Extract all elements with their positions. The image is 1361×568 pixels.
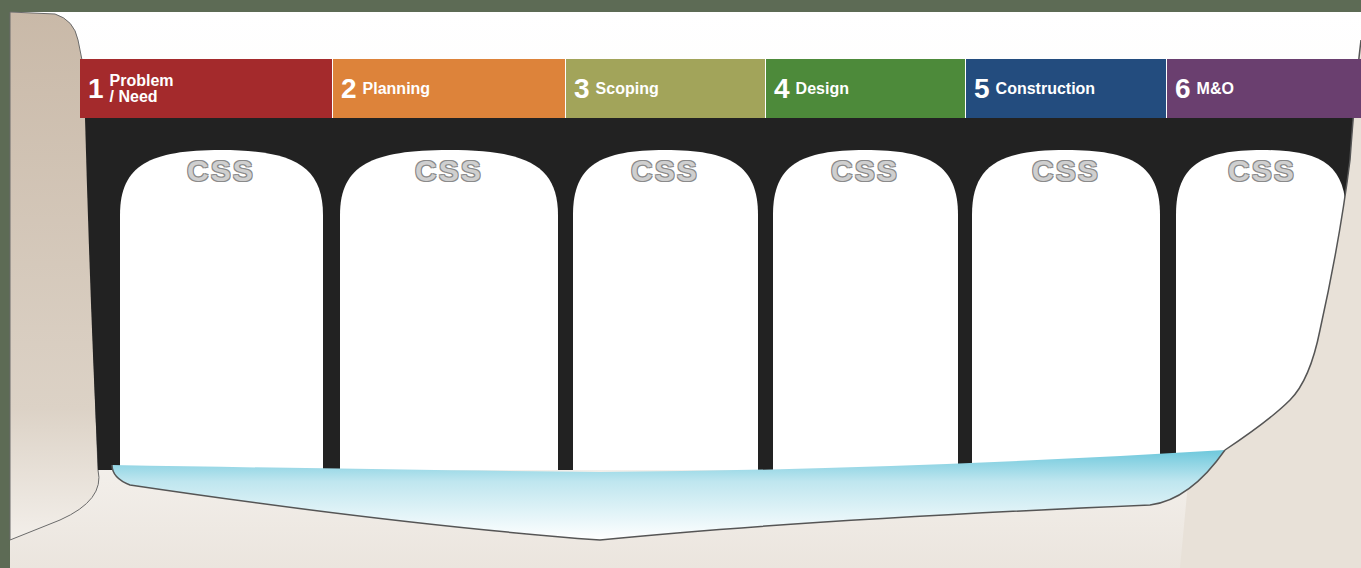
phase-number: 5 <box>974 75 990 103</box>
phase-label: M&O <box>1197 81 1234 97</box>
css-watermark: CSS <box>1032 156 1100 186</box>
phase-band: 1Problem / Need <box>80 59 332 118</box>
phase-band: 6 M&O <box>1167 59 1361 118</box>
ground <box>10 12 1361 568</box>
phase-label: Construction <box>996 81 1062 97</box>
css-watermark: CSS <box>415 156 483 186</box>
phase-label: Scoping <box>596 81 659 97</box>
river <box>112 450 1225 540</box>
arches <box>120 150 1346 470</box>
right-cliff <box>1180 40 1361 568</box>
river-bed <box>112 450 1225 540</box>
bridge-body <box>85 118 1361 470</box>
css-watermark: CSS <box>1228 156 1296 186</box>
phase-band: 3 Scoping <box>566 59 765 118</box>
css-watermark: CSS <box>187 156 255 186</box>
phase-number: 1 <box>88 75 104 103</box>
phase-label: Problem / Need <box>110 73 176 105</box>
phase-number: 6 <box>1175 75 1191 103</box>
phase-label: Design <box>796 81 849 97</box>
phase-band: 4 Design <box>766 59 965 118</box>
phase-label: Planning <box>363 81 429 97</box>
phase-band: 5 Construction <box>966 59 1166 118</box>
css-watermark: CSS <box>831 156 899 186</box>
phase-band: 2 Planning <box>333 59 565 118</box>
phase-number: 3 <box>574 75 590 103</box>
phase-number: 2 <box>341 75 357 103</box>
css-watermark: CSS <box>631 156 699 186</box>
phase-number: 4 <box>774 75 790 103</box>
